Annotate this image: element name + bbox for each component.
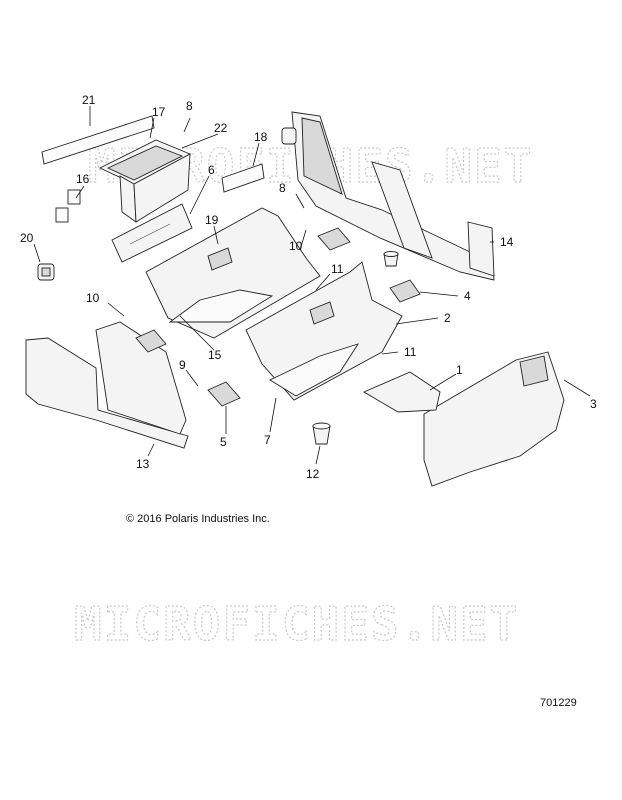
callout-18: 18	[254, 130, 268, 144]
part-14-side-panel	[25, 321, 189, 449]
part-18-panel	[221, 163, 265, 193]
part-5-footrest	[135, 329, 241, 407]
part-12-cup	[312, 251, 399, 445]
part-6-rear-panel	[111, 203, 193, 263]
callout-13: 14	[500, 235, 514, 249]
document-number: 701229	[540, 697, 577, 709]
callout-11a: 11	[331, 262, 344, 276]
callout-7: 7	[264, 433, 271, 447]
callout-5: 5	[220, 435, 227, 449]
part-1-plate	[363, 371, 441, 413]
copyright-notice: © 2016 Polaris Industries Inc.	[126, 513, 270, 525]
part-13-rear-bed-frame	[281, 111, 495, 281]
callout-22: 19	[205, 213, 219, 227]
callout-16: 16	[76, 172, 90, 186]
callout-6: 6	[208, 163, 215, 177]
callout-20: 21	[82, 93, 96, 107]
callout-15: 15	[208, 348, 222, 362]
part-19-grommet	[37, 263, 55, 281]
part-2-front-floor	[245, 261, 403, 401]
leader-lines	[33, 106, 591, 465]
part-4-footrest	[317, 227, 421, 303]
callout-2: 2	[444, 311, 451, 325]
callout-14: 13	[136, 457, 150, 471]
callout-4: 4	[464, 289, 471, 303]
callout-8b: 8	[279, 181, 286, 195]
callout-21: 22	[214, 121, 228, 135]
callout-3: 3	[590, 397, 597, 411]
watermark-bottom: MICROFICHES.NET	[74, 597, 519, 651]
callout-10b: 10	[289, 239, 303, 253]
part-3-front-floor-panel	[423, 351, 565, 487]
callout-19: 20	[20, 231, 34, 245]
callout-12: 12	[306, 467, 320, 481]
part-16-tabs	[55, 189, 81, 223]
callout-8a: 8	[186, 99, 193, 113]
callout-9: 9	[179, 358, 186, 372]
callout-labels: 21 17 8 22 18 6 16 8 19 20 10 14 11 4 10…	[20, 93, 597, 481]
callout-1: 1	[456, 363, 463, 377]
part-20-panel	[41, 115, 155, 165]
part-21-storage-bin	[98, 139, 192, 223]
part-22-rear-floor	[145, 207, 321, 339]
callout-10a: 10	[86, 291, 100, 305]
callout-11b: 11	[404, 345, 417, 359]
callout-17: 17	[152, 105, 166, 119]
